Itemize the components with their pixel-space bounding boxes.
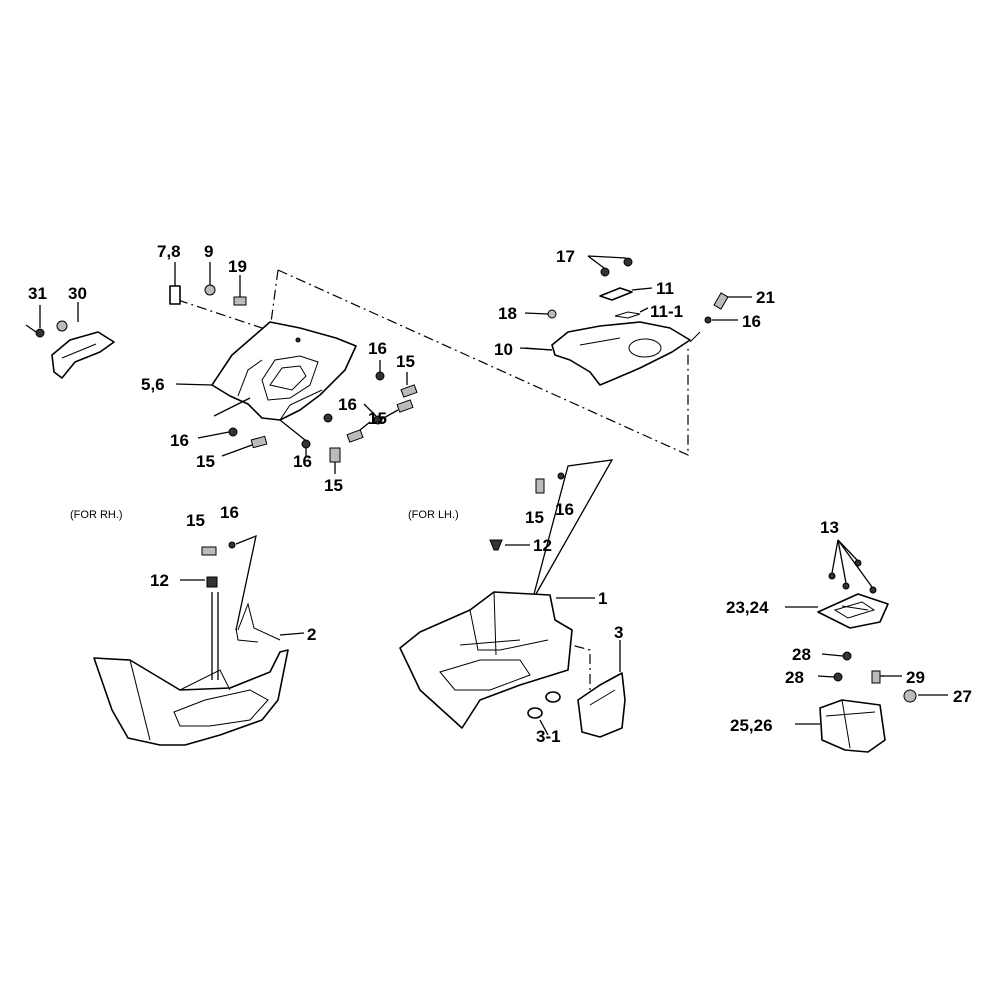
rear-cover-part-10-11 bbox=[524, 255, 752, 386]
label-15-d: 15 bbox=[324, 476, 343, 495]
fasteners-15-16-upper bbox=[197, 360, 418, 474]
label-23-24: 23,24 bbox=[726, 598, 769, 617]
label-16-b: 16 bbox=[338, 395, 357, 414]
label-19: 19 bbox=[228, 257, 247, 276]
label-28-a: 28 bbox=[792, 645, 811, 664]
label-15-b: 15 bbox=[368, 409, 387, 428]
label-28-b: 28 bbox=[785, 668, 804, 687]
label-29: 29 bbox=[906, 668, 925, 687]
label-11: 11 bbox=[656, 279, 674, 298]
label-10: 10 bbox=[494, 340, 513, 359]
label-27: 27 bbox=[953, 687, 972, 706]
assembly-dash-lines bbox=[177, 269, 689, 690]
label-9: 9 bbox=[204, 242, 213, 261]
label-25-26: 25,26 bbox=[730, 716, 773, 735]
label-11-1: 11-1 bbox=[650, 302, 683, 321]
label-12-b: 12 bbox=[533, 536, 552, 555]
label-17: 17 bbox=[556, 247, 575, 266]
fasteners-7-8-9-19 bbox=[169, 262, 247, 306]
label-16-g: 16 bbox=[555, 500, 574, 519]
lid-plate-part-23-24 bbox=[785, 539, 889, 629]
side-cover-part-3 bbox=[577, 640, 626, 738]
label-5-6: 5,6 bbox=[141, 375, 165, 394]
label-16-c: 16 bbox=[170, 431, 189, 450]
label-30: 30 bbox=[68, 284, 87, 303]
footwell-lh-part-1 bbox=[399, 459, 614, 736]
label-3-1: 3-1 bbox=[536, 727, 561, 746]
footwell-rh-part-2 bbox=[93, 534, 305, 746]
label-7-8: 7,8 bbox=[157, 242, 181, 261]
label-1: 1 bbox=[598, 589, 607, 608]
part-labels: 31 30 7,8 9 19 5,6 16 15 16 15 16 15 16 … bbox=[28, 242, 972, 746]
label-15-e: 15 bbox=[186, 511, 205, 530]
label-21: 21 bbox=[756, 288, 775, 307]
label-16-a: 16 bbox=[368, 339, 387, 358]
label-16-e: 16 bbox=[742, 312, 761, 331]
label-31: 31 bbox=[28, 284, 47, 303]
note-for-rh: (FOR RH.) bbox=[70, 509, 123, 521]
storage-box-part-25-26 bbox=[795, 651, 948, 753]
label-16-f: 16 bbox=[220, 503, 239, 522]
label-3: 3 bbox=[614, 623, 623, 642]
label-13: 13 bbox=[820, 518, 839, 537]
label-2: 2 bbox=[307, 625, 316, 644]
label-18: 18 bbox=[498, 304, 517, 323]
label-15-f: 15 bbox=[525, 508, 544, 527]
label-15-c: 15 bbox=[196, 452, 215, 471]
side-panel-part-5-6 bbox=[211, 321, 357, 421]
leader-lines bbox=[175, 347, 884, 677]
label-15-a: 15 bbox=[396, 352, 415, 371]
label-16-d: 16 bbox=[293, 452, 312, 471]
bracket-part-30-31 bbox=[25, 302, 115, 379]
label-12-a: 12 bbox=[150, 571, 169, 590]
note-for-lh: (FOR LH.) bbox=[408, 509, 459, 521]
